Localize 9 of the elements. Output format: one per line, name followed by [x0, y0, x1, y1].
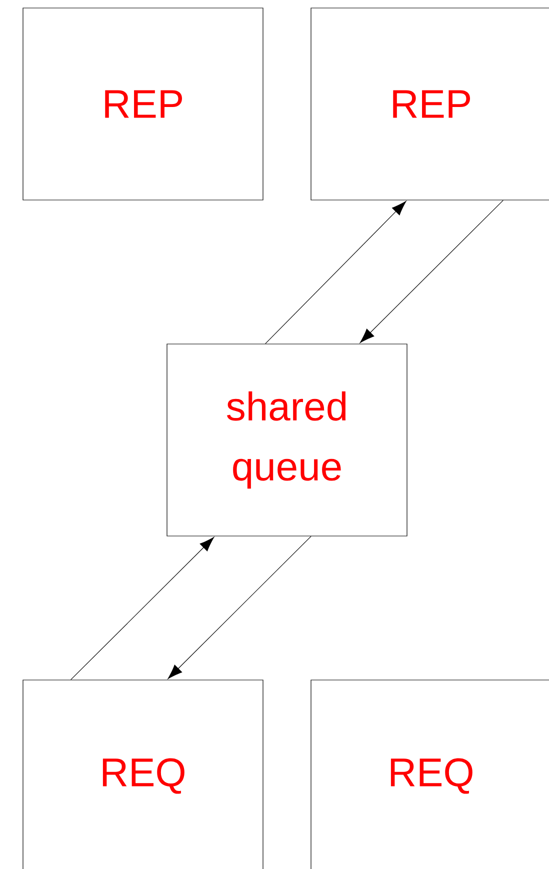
- arrow: [168, 536, 312, 680]
- process-box: REP: [310, 8, 549, 200]
- process-box: shared queue: [166, 344, 408, 536]
- process-box: REQ: [22, 680, 264, 869]
- process-box: REQ: [310, 680, 549, 869]
- arrow: [70, 536, 214, 680]
- process-box: REP: [22, 8, 264, 200]
- arrow: [265, 200, 406, 344]
- arrow: [360, 200, 504, 344]
